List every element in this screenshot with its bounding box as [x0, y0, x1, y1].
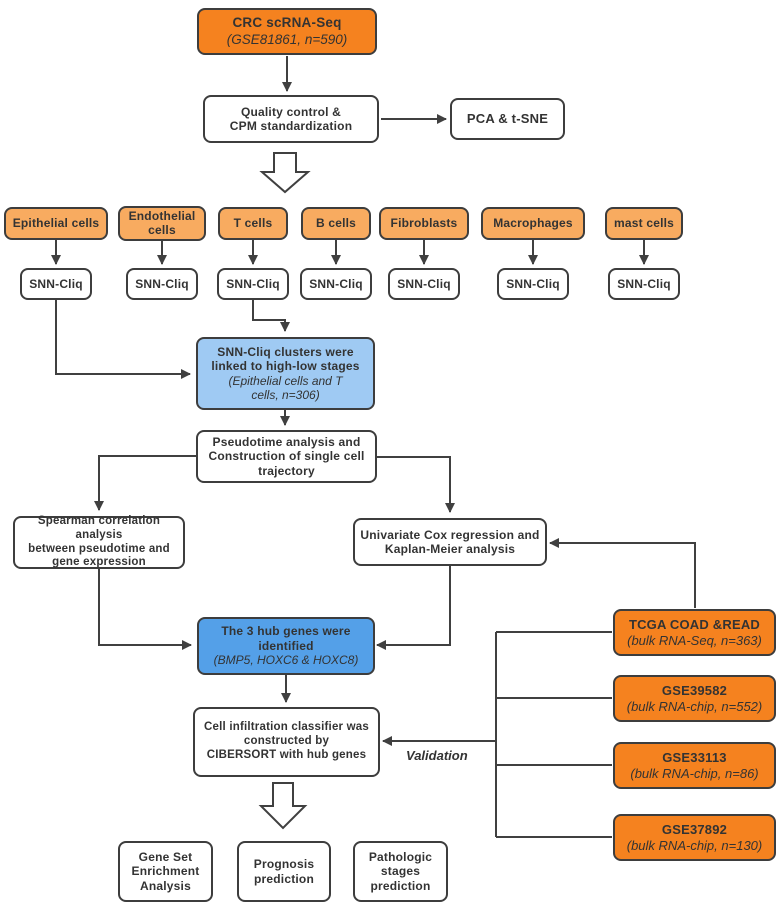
cell-type-label: Macrophages: [493, 216, 573, 231]
node-output-pathologic-stages: Pathologic stages prediction: [353, 841, 448, 902]
cell-type-label: mast cells: [613, 216, 675, 231]
cluster-subtitle: (Epithelial cells and T cells, n=306): [228, 373, 343, 402]
hub-subtitle: (BMP5, HOXC6 & HOXC8): [213, 653, 359, 668]
dataset-title: GSE37892: [661, 821, 728, 837]
pca-title: PCA & t-SNE: [466, 111, 549, 127]
node-cell-type-endothelial: Endothelial cells: [118, 206, 206, 241]
dataset-title: GSE33113: [662, 749, 727, 765]
cell-type-label: Epithelial cells: [12, 216, 100, 231]
source-subtitle: (GSE81861, n=590): [226, 31, 348, 47]
node-dataset-gse37892: GSE37892 (bulk RNA-chip, n=130): [613, 814, 776, 861]
output-label: Gene Set Enrichment Analysis: [131, 849, 200, 893]
cell-type-label: Fibroblasts: [390, 216, 458, 231]
node-cibersort-classifier: Cell infiltration classifier was constru…: [193, 707, 380, 777]
snn-cliq-label: SNN-Cliq: [506, 276, 560, 291]
dataset-title: TCGA COAD &READ: [628, 616, 761, 632]
output-label: Prognosis prediction: [253, 857, 315, 886]
cell-type-label: Endothelial cells: [128, 209, 196, 237]
arrow-snn1-to-cluster: [55, 300, 191, 379]
node-pca-tsne: PCA & t-SNE: [450, 98, 565, 140]
snn-cliq-label: SNN-Cliq: [309, 276, 363, 291]
snn-cliq-label: SNN-Cliq: [29, 276, 83, 291]
dataset-subtitle: (bulk RNA-chip, n=86): [630, 765, 759, 781]
arrow-tcga-to-cox: [549, 538, 696, 608]
node-cell-type-fibroblasts: Fibroblasts: [379, 207, 469, 240]
cell-type-label: B cells: [315, 216, 357, 231]
node-snn-cliq-7: SNN-Cliq: [608, 268, 680, 300]
node-output-prognosis: Prognosis prediction: [237, 841, 331, 902]
snn-cliq-label: SNN-Cliq: [397, 276, 451, 291]
node-snn-cliq-5: SNN-Cliq: [388, 268, 460, 300]
source-title: CRC scRNA-Seq: [232, 15, 342, 31]
node-snn-cliq-1: SNN-Cliq: [20, 268, 92, 300]
node-snn-cliq-6: SNN-Cliq: [497, 268, 569, 300]
snn-cliq-label: SNN-Cliq: [617, 276, 671, 291]
snn-cliq-label: SNN-Cliq: [226, 276, 280, 291]
node-snn-cliq-2: SNN-Cliq: [126, 268, 198, 300]
down-block-arrow-bottom: [258, 782, 308, 830]
node-crc-scrna-seq-source: CRC scRNA-Seq (GSE81861, n=590): [197, 8, 377, 55]
node-cell-type-b-cells: B cells: [301, 207, 371, 240]
node-snn-cliq-3: SNN-Cliq: [217, 268, 289, 300]
node-hub-genes: The 3 hub genes were identified (BMP5, H…: [197, 617, 375, 675]
arrow-pseudotime-to-cox: [377, 456, 455, 513]
pseudotime-title: Pseudotime analysis and Construction of …: [208, 434, 365, 478]
node-cell-type-epithelial: Epithelial cells: [4, 207, 108, 240]
node-spearman-correlation: Spearman correlation analysis between ps…: [13, 514, 185, 569]
arrow-spearman-to-hub: [98, 569, 192, 650]
dataset-title: GSE39582: [661, 682, 728, 698]
node-quality-control: Quality control & CPM standardization: [203, 95, 379, 143]
node-cell-type-mast-cells: mast cells: [605, 207, 683, 240]
node-dataset-gse39582: GSE39582 (bulk RNA-chip, n=552): [613, 675, 776, 722]
snn-cliq-label: SNN-Cliq: [135, 276, 189, 291]
qc-title: Quality control & CPM standardization: [229, 104, 353, 133]
cibersort-title: Cell infiltration classifier was constru…: [204, 721, 369, 761]
node-snn-cliq-4: SNN-Cliq: [300, 268, 372, 300]
node-dataset-tcga: TCGA COAD &READ (bulk RNA-Seq, n=363): [613, 609, 776, 656]
cox-title: Univariate Cox regression and Kaplan-Mei…: [360, 527, 540, 556]
arrow-snn3-to-cluster: [252, 300, 290, 332]
down-block-arrow-top: [259, 152, 311, 194]
node-cluster-stage-link: SNN-Cliq clusters were linked to high-lo…: [196, 337, 375, 410]
dataset-subtitle: (bulk RNA-chip, n=130): [626, 837, 763, 853]
node-dataset-gse33113: GSE33113 (bulk RNA-chip, n=86): [613, 742, 776, 789]
output-label: Pathologic stages prediction: [368, 849, 433, 893]
arrow-cox-to-hub: [376, 566, 451, 650]
dataset-subtitle: (bulk RNA-Seq, n=363): [627, 632, 762, 648]
hub-title: The 3 hub genes were identified: [221, 624, 351, 653]
node-cox-km: Univariate Cox regression and Kaplan-Mei…: [353, 518, 547, 566]
dataset-subtitle: (bulk RNA-chip, n=552): [626, 698, 763, 714]
node-pseudotime-trajectory: Pseudotime analysis and Construction of …: [196, 430, 377, 483]
arrow-pseudotime-to-spearman: [94, 455, 196, 511]
cell-type-label: T cells: [233, 216, 273, 231]
node-cell-type-t-cells: T cells: [218, 207, 288, 240]
node-cell-type-macrophages: Macrophages: [481, 207, 585, 240]
cluster-title: SNN-Cliq clusters were linked to high-lo…: [211, 344, 360, 374]
node-output-gsea: Gene Set Enrichment Analysis: [118, 841, 213, 902]
spearman-title: Spearman correlation analysis between ps…: [28, 514, 170, 569]
validation-label: Validation: [406, 748, 468, 763]
